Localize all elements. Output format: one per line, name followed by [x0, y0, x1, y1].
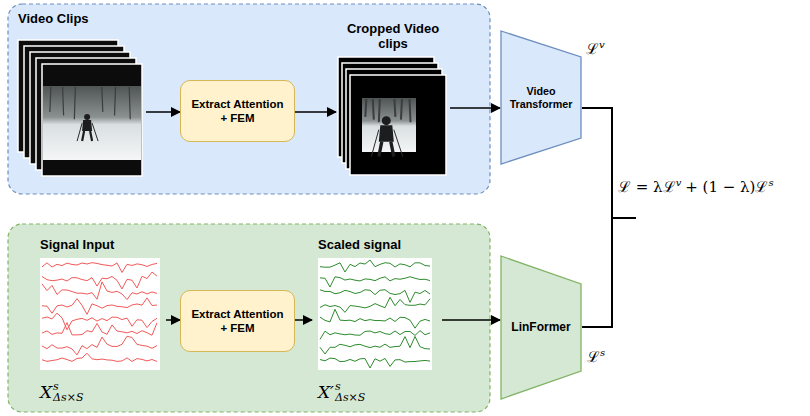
signal-trace: [320, 336, 430, 354]
figure-group: [18, 40, 446, 370]
video-frame-stack: [18, 40, 142, 176]
plot-ground: [318, 258, 432, 370]
signal-input-figure: Signal InputXsΔs×S: [18, 236, 166, 408]
cropped-frame: [350, 75, 446, 175]
skier-figure: [371, 116, 403, 156]
node-label: Extract Attention + FEM: [189, 307, 286, 336]
signal-trace: [320, 297, 430, 312]
figure-heading: Video Clips: [18, 12, 89, 27]
tree-trunk: [129, 87, 130, 119]
flow-arrow: [442, 319, 500, 321]
signal-trace: [42, 263, 157, 273]
tree-trunk: [373, 99, 374, 120]
loss-superscript: s: [600, 347, 605, 358]
figure-heading: Scaled signal: [318, 238, 401, 253]
cropped-frame-stack: [338, 57, 446, 175]
signal-trace: [320, 290, 430, 303]
signal-trace: [42, 353, 157, 361]
signal-trace: [42, 323, 157, 336]
signal-trace: [320, 309, 430, 328]
tree-trunk: [410, 99, 411, 122]
loss-combine-wire: [582, 108, 636, 327]
math-subscript: Δs×S: [335, 392, 365, 404]
video-frame: [42, 64, 142, 176]
snow-scene: [362, 98, 416, 152]
tree-trunk: [394, 99, 395, 117]
signal-panel: [8, 224, 490, 412]
snow-scene: [43, 86, 141, 160]
cropped-clips-figure: Cropped Video clips: [336, 20, 450, 180]
scaled-signal-plot: [318, 258, 432, 370]
loss-symbol: ℒ: [587, 348, 600, 366]
flow-arrow: [295, 319, 312, 321]
math-scripts: sΔs×S: [53, 381, 83, 404]
figure-heading: Signal Input: [40, 238, 114, 253]
math-subscript: Δs×S: [53, 392, 83, 404]
signal-trace: [320, 277, 430, 287]
flow-arrow: [450, 107, 500, 109]
total-loss-equation: ℒ = λℒv+ (1 − λ)ℒs: [618, 176, 774, 196]
math-base: X: [40, 382, 52, 402]
node-label: Extract Attention + FEM: [189, 97, 286, 126]
linformer-block: LinFormer: [500, 255, 582, 400]
signal-trace: [320, 260, 430, 272]
attention-fem-box: Extract Attention + FEM: [180, 290, 295, 352]
flow-arrow: [295, 111, 336, 113]
loss-superscript: v: [676, 177, 682, 188]
signal-trace: [320, 358, 430, 368]
attention-fem-box: Extract Attention + FEM: [180, 80, 295, 142]
scaled-signal-figure: Scaled signalX′sΔs×S: [312, 236, 442, 408]
raw-signal-plot: [40, 258, 160, 370]
node-label: Video Transformer: [504, 85, 578, 111]
signal-trace: [42, 282, 157, 300]
video-panel: [8, 4, 490, 194]
signal-trace: [42, 298, 157, 314]
tree-trunk: [74, 87, 75, 119]
tree-trunk: [63, 87, 64, 116]
video-clips-figure: Video Clips: [14, 10, 146, 178]
video-transformer-block: Video Transformer: [500, 30, 582, 165]
math-symbol: XsΔs×S: [40, 381, 83, 404]
loss-symbol: ℒ = λℒ: [618, 178, 676, 196]
tree-trunk: [102, 87, 103, 112]
tree-trunk: [50, 87, 51, 112]
tree-trunk: [115, 87, 116, 116]
loss-superscript: v: [599, 39, 605, 50]
math-scripts: sΔs×S: [335, 381, 365, 404]
math-base: X′: [318, 382, 334, 402]
tree-trunk: [401, 99, 402, 120]
tree-trunk: [365, 99, 366, 117]
loss-symbol: ℒ: [586, 40, 599, 58]
math-superscript: s: [335, 381, 365, 393]
signal-loss-label: ℒs: [587, 346, 605, 366]
skier-figure: [77, 114, 98, 141]
flow-arrow: [146, 111, 180, 113]
signal-trace: [42, 336, 157, 355]
math-symbol: X′sΔs×S: [318, 381, 365, 404]
signal-trace: [320, 331, 430, 340]
math-superscript: s: [53, 381, 83, 393]
video-loss-label: ℒv: [586, 38, 605, 58]
loss-superscript: s: [768, 177, 773, 188]
signal-trace: [42, 272, 157, 289]
flow-arrow: [166, 319, 180, 321]
node-label: LinFormer: [511, 320, 570, 334]
loss-symbol: + (1 − λ)ℒ: [685, 178, 768, 196]
tree-trunk: [379, 99, 380, 122]
figure-heading: Cropped Video clips: [336, 22, 450, 52]
plot-ground: [40, 258, 160, 370]
